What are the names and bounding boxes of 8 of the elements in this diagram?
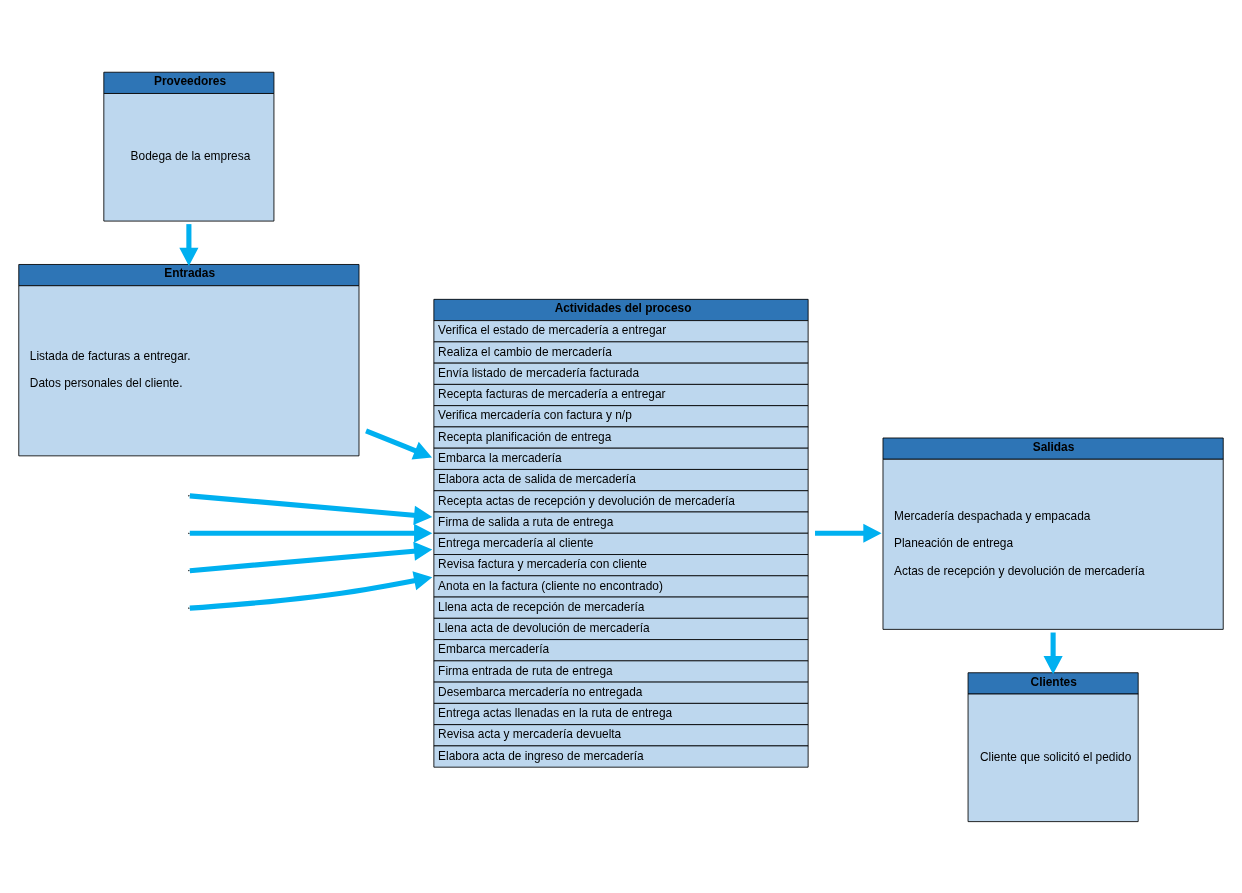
arrow	[365, 428, 433, 460]
arrow	[189, 493, 433, 525]
arrow	[189, 541, 433, 574]
arrow	[189, 523, 433, 543]
arrow	[189, 571, 433, 611]
arrow	[179, 224, 199, 266]
arrow	[815, 523, 882, 543]
arrow	[1043, 632, 1063, 675]
